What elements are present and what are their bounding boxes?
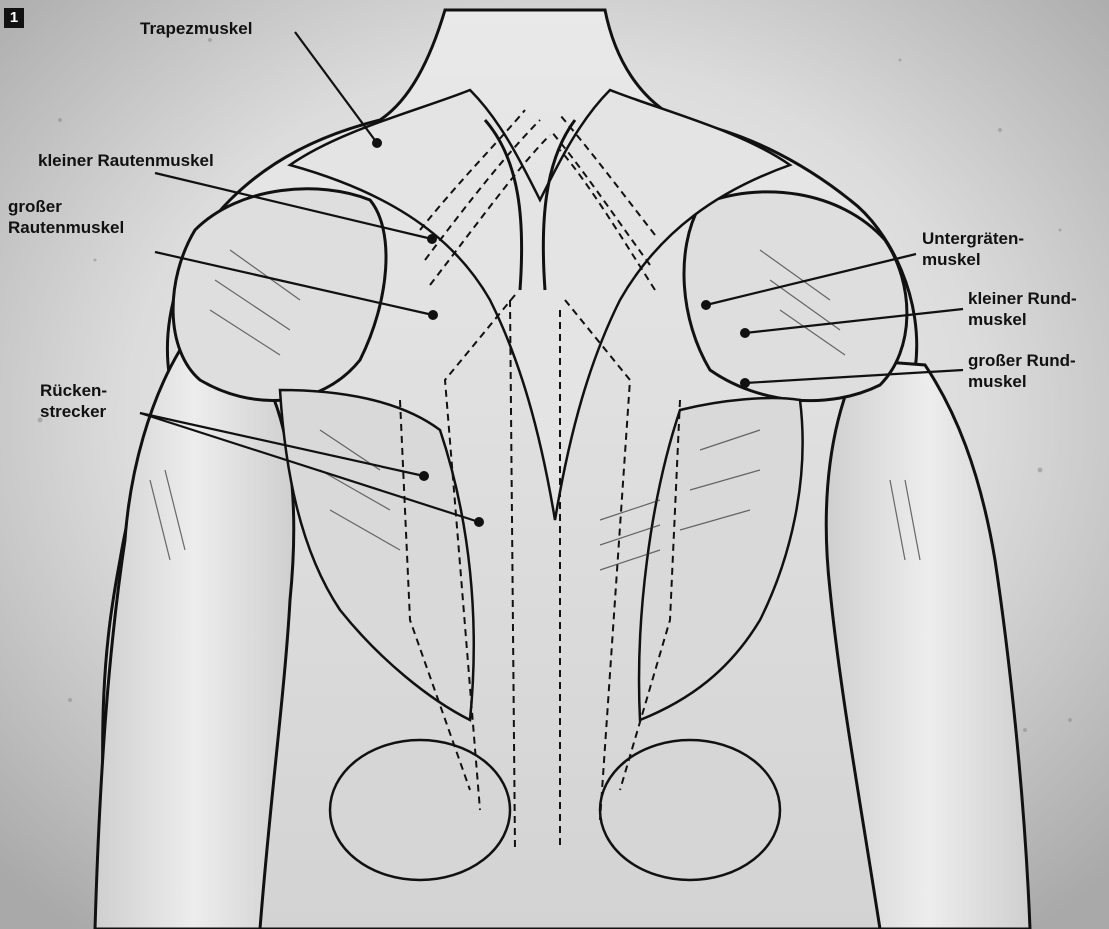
right-gluteus <box>600 740 780 880</box>
infraspinatus-marker <box>701 300 711 310</box>
teres-minor-marker <box>740 328 750 338</box>
teres-major-marker <box>740 378 750 388</box>
label-teres-minor: kleiner Rund- muskel <box>968 288 1077 330</box>
label-teres-major: großer Rund- muskel <box>968 350 1076 392</box>
label-rhomboid-minor: kleiner Rautenmuskel <box>38 150 214 171</box>
label-infraspinatus: Untergräten- muskel <box>922 228 1024 270</box>
trapezius-marker <box>372 138 382 148</box>
label-trapezius: Trapezmuskel <box>140 18 252 39</box>
label-rhomboid-major: großer Rautenmuskel <box>8 196 124 238</box>
rhomboid-major-marker <box>428 310 438 320</box>
left-gluteus <box>330 740 510 880</box>
erector-spinae-marker-2 <box>474 517 484 527</box>
label-erector-spinae: Rücken- strecker <box>40 380 107 422</box>
figure-number-badge: 1 <box>4 8 24 28</box>
erector-spinae-marker-1 <box>419 471 429 481</box>
rhomboid-minor-marker <box>427 234 437 244</box>
